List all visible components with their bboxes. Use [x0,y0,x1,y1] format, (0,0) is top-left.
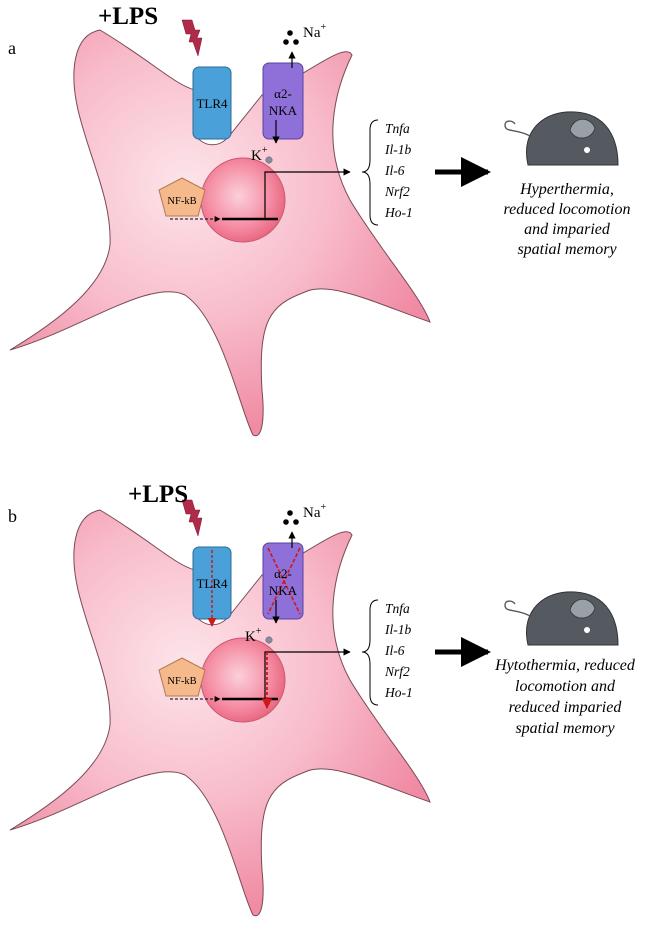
gene-item: Nrf2 [384,664,410,679]
outcome-line: spatial memory [517,241,617,258]
gene-list: Tnfa Il-1b Il-6 Nrf2 Ho-1 [384,121,413,220]
nka-label-line2: NKA [269,583,298,598]
gene-item: Il-1b [384,142,411,157]
ion-out-sup: + [321,22,327,33]
svg-text:K+: K+ [245,626,262,645]
nfkb-label: NF-kB [167,676,196,687]
gene-item: Ho-1 [384,685,413,700]
ion-in-sup: + [262,145,268,156]
gene-item: Il-1b [384,622,411,637]
gene-item: Ho-1 [384,205,413,220]
ion-out-label: Na [303,25,321,41]
gene-item: Tnfa [385,601,410,616]
svg-text:Na+: Na+ [303,22,327,41]
stimulus-label: +LPS [98,3,158,30]
nka-label-line1: α2- [274,86,292,101]
gene-item: Nrf2 [384,184,410,199]
outcome-line: reduced imparied [509,699,623,716]
panel-label: b [8,506,17,526]
nka-label-line2: NKA [269,103,298,118]
outcome-line: reduced locomotion [504,201,631,218]
ion-in-label: K [251,148,262,164]
outcome-text: Hytothermia, reduced locomotion and redu… [494,657,636,737]
stimulus-label: +LPS [128,481,188,508]
svg-text:Na+: Na+ [303,502,327,521]
outcome-line: locomotion and [515,678,616,695]
gene-item: Il-6 [384,643,405,658]
panel-b: b +LPS Na+ TLR4 α2- NKA K+ NF-kB Tnfa Il… [8,481,636,916]
svg-text:K+: K+ [251,145,268,164]
gene-item: Il-6 [384,163,405,178]
nfkb-label: NF-kB [167,196,196,207]
outcome-line: spatial memory [515,720,615,737]
panel-a: a +LPS Na+ TLR4 α2- NKA K+ NF-kB Tnfa Il… [8,3,630,436]
ion-out-sup: + [321,502,327,513]
panel-label: a [8,38,16,58]
ion-in-sup: + [256,626,262,637]
tlr4-label: TLR4 [196,576,228,591]
ion-out-label: Na [303,505,321,521]
outcome-text: Hyperthermia, reduced locomotion and imp… [504,181,631,258]
gene-list: Tnfa Il-1b Il-6 Nrf2 Ho-1 [384,601,413,700]
ion-in-label: K [245,629,256,645]
nka-cross-2 [267,547,301,615]
tlr4-label: TLR4 [196,96,228,111]
outcome-line: Hytothermia, reduced [494,657,636,674]
gene-item: Tnfa [385,121,410,136]
nka-label-line1: α2- [274,566,292,581]
outcome-line: Hyperthermia, [519,181,614,198]
outcome-line: and imparied [524,221,611,238]
